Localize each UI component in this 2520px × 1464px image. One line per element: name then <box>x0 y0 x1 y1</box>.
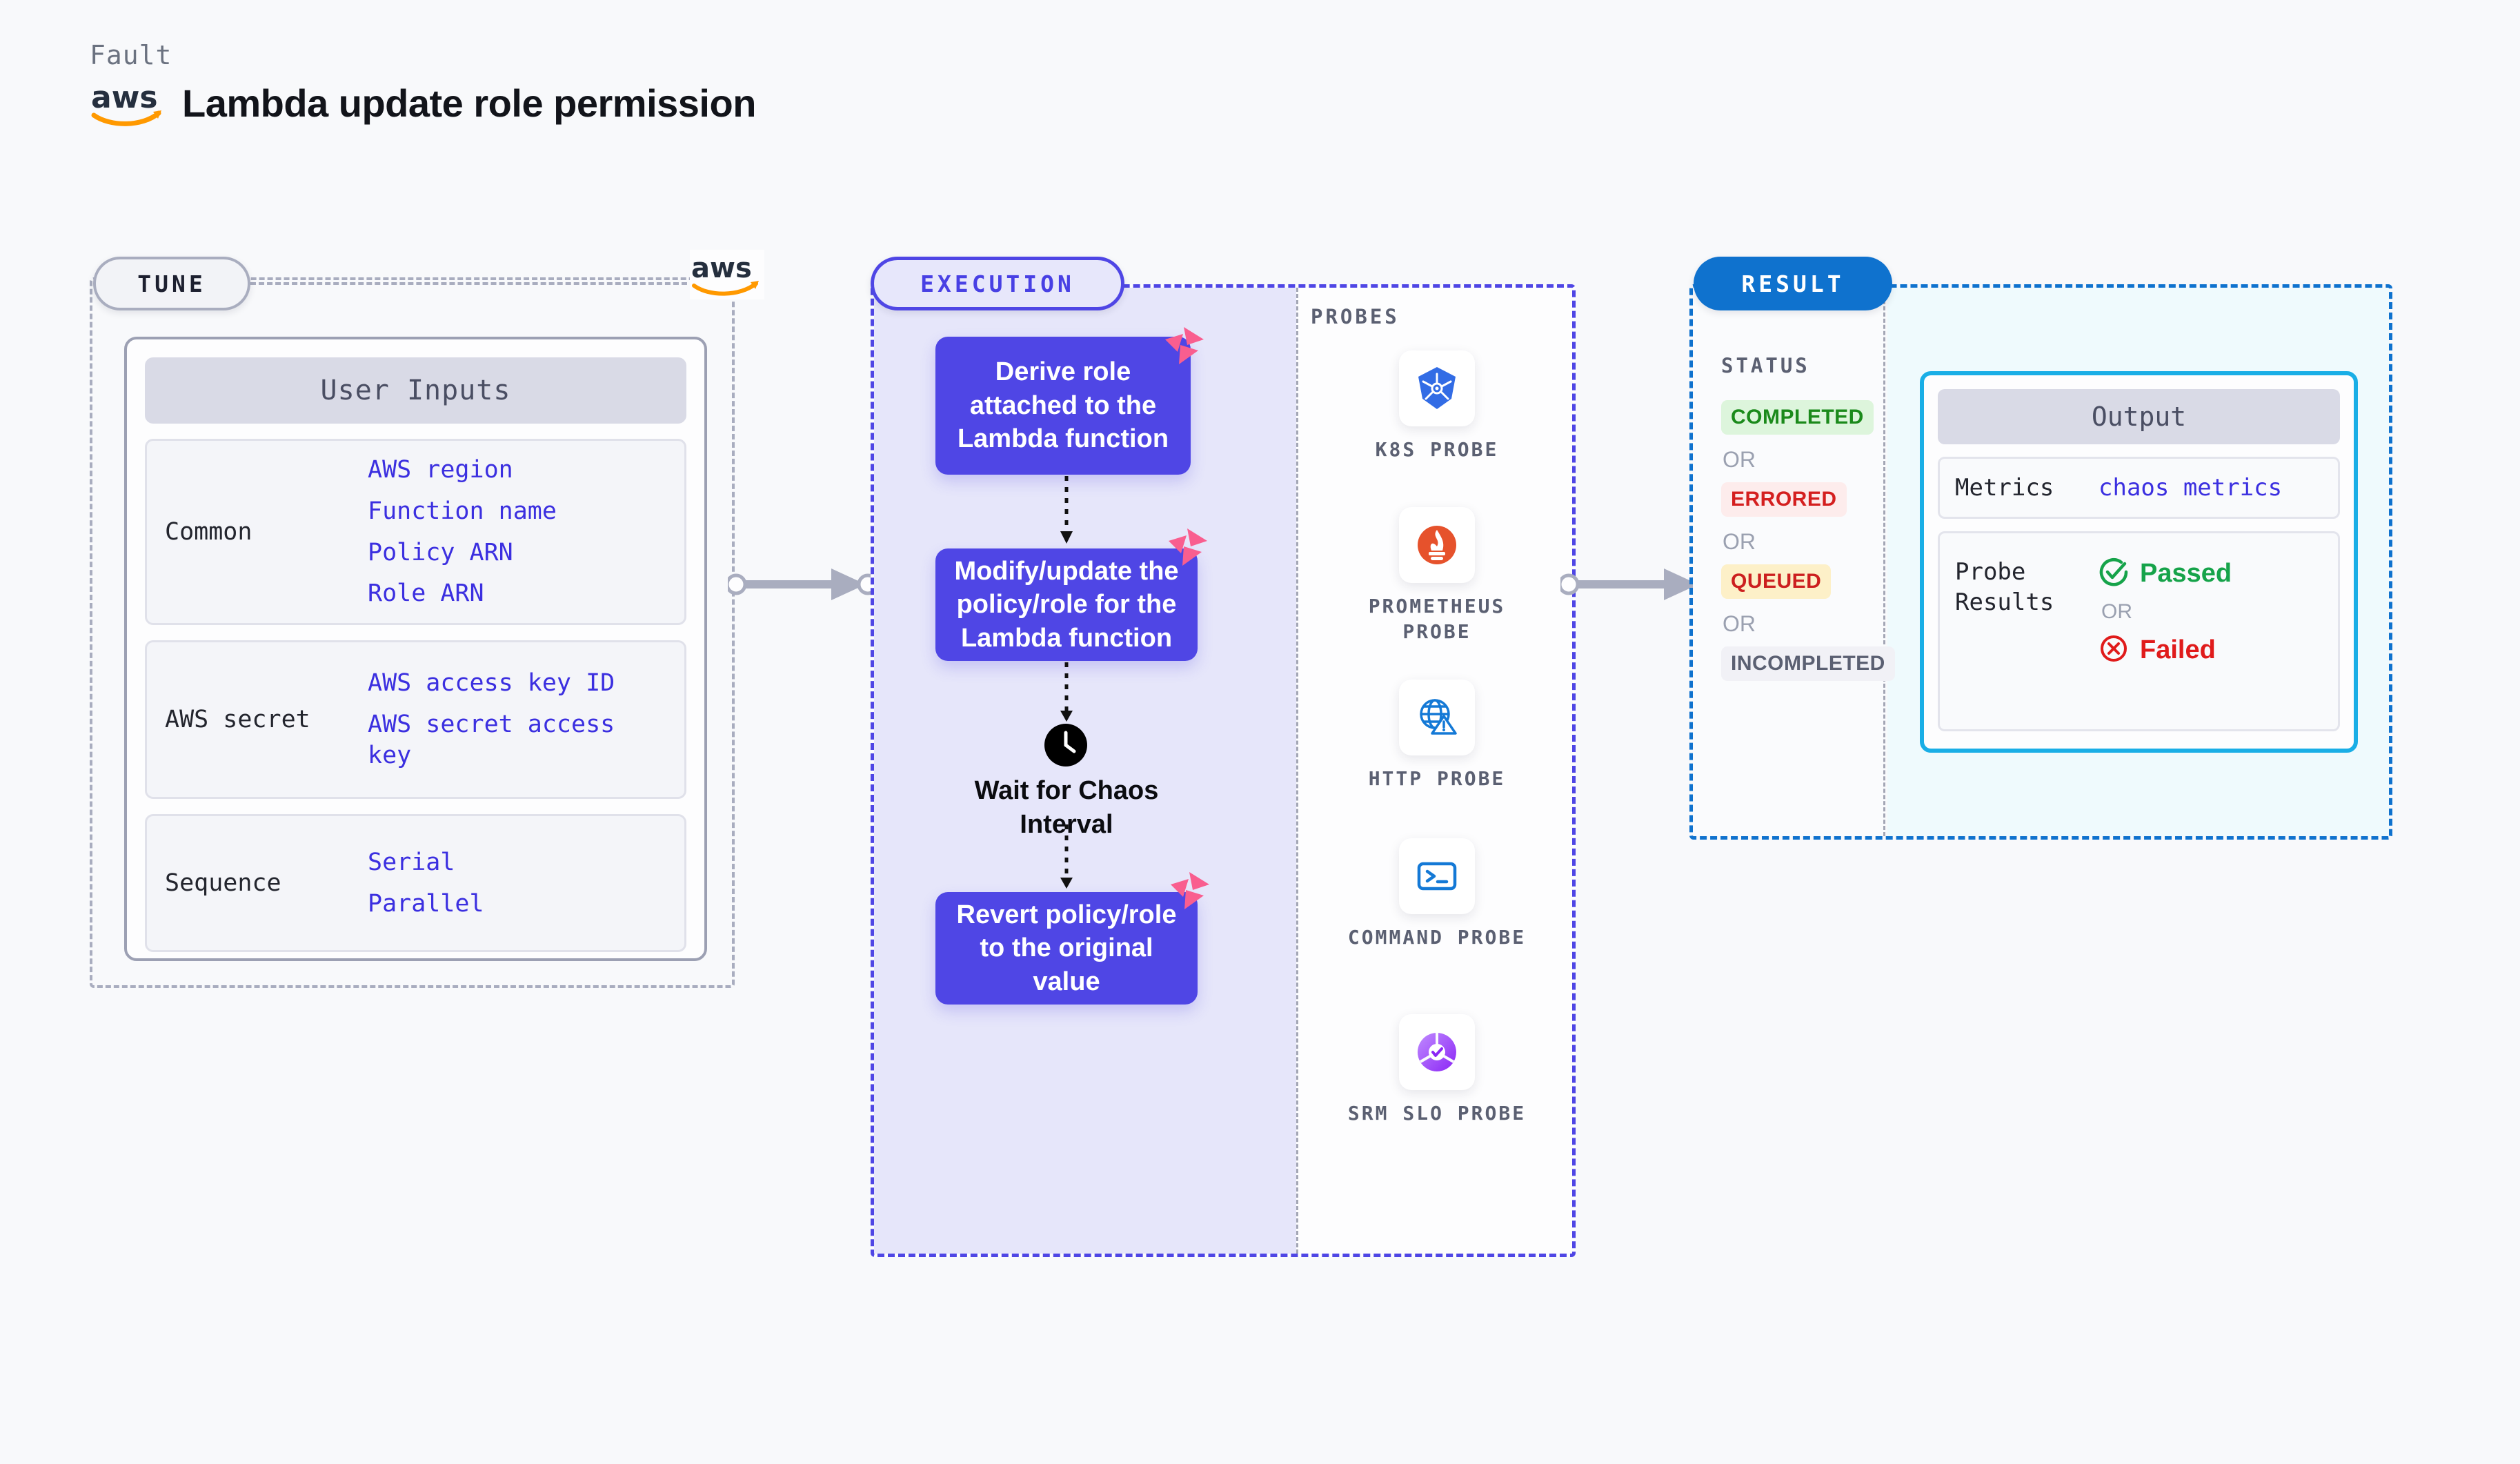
svg-text:aws: aws <box>91 80 158 115</box>
probe-label: COMMAND PROBE <box>1347 926 1527 949</box>
probes-label: PROBES <box>1311 305 1400 328</box>
probes-column-divider <box>1296 288 1298 1254</box>
result-section-container <box>1689 284 2392 840</box>
connector-execution-to-result <box>1558 560 1712 609</box>
tune-section-container <box>90 277 735 988</box>
user-inputs-card: User Inputs Common AWS region Function n… <box>124 337 707 961</box>
section-badge-tune[interactable]: TUNE <box>93 257 250 310</box>
probe-item-http[interactable]: HTTP PROBE <box>1347 680 1527 792</box>
probe-label: K8S PROBE <box>1375 438 1499 461</box>
execution-step[interactable]: Derive role attached to the Lambda funct… <box>935 337 1191 475</box>
input-value[interactable]: Function name <box>368 497 557 525</box>
input-value[interactable]: Serial <box>368 848 455 876</box>
probe-result-passed: Passed <box>2099 557 2232 591</box>
prometheus-icon <box>1399 507 1475 583</box>
srm-slo-icon <box>1399 1014 1475 1090</box>
litmus-chaos-icon <box>1168 869 1211 912</box>
x-circle-icon <box>2099 633 2129 667</box>
user-inputs-title: User Inputs <box>145 357 686 424</box>
status-badge-queued: QUEUED <box>1721 564 1832 599</box>
input-group-sequence: Sequence Serial Parallel <box>145 814 686 952</box>
passed-text: Passed <box>2140 559 2232 588</box>
probe-label: PROMETHEUS PROBE <box>1368 595 1506 643</box>
litmus-chaos-icon <box>1162 324 1205 367</box>
probe-label: SRM SLO PROBE <box>1347 1102 1527 1125</box>
output-card: Output Metrics chaos metrics Probe Resul… <box>1920 371 2358 753</box>
output-title: Output <box>1938 389 2340 444</box>
page-title: Lambda update role permission <box>182 81 756 125</box>
tune-dashed-connector <box>250 282 695 285</box>
or-separator: OR <box>1723 611 1756 636</box>
input-value[interactable]: AWS access key ID <box>368 669 615 698</box>
probe-item-prometheus[interactable]: PROMETHEUS PROBE <box>1347 507 1527 645</box>
clock-icon <box>1044 723 1088 767</box>
status-list: COMPLETED OR ERRORED OR QUEUED OR INCOMP… <box>1721 400 1895 681</box>
wait-for-chaos-interval-label: Wait for Chaos Interval <box>974 776 1159 839</box>
aws-logo-small-icon: aws <box>690 250 764 299</box>
or-separator: OR <box>2101 600 2132 623</box>
probe-label: HTTP PROBE <box>1368 767 1506 790</box>
input-value[interactable]: Policy ARN <box>368 538 513 566</box>
input-value[interactable]: Parallel <box>368 889 484 918</box>
status-badge-completed: COMPLETED <box>1721 400 1874 435</box>
http-globe-icon <box>1399 680 1475 755</box>
probe-result-failed: Failed <box>2099 633 2232 667</box>
or-separator: OR <box>1723 447 1756 472</box>
input-value[interactable]: AWS region <box>368 455 513 484</box>
terminal-icon <box>1399 838 1475 914</box>
check-circle-icon <box>2099 557 2129 591</box>
input-group-aws-secret: AWS secret AWS access key ID AWS secret … <box>145 640 686 799</box>
input-group-common: Common AWS region Function name Policy A… <box>145 439 686 625</box>
kubernetes-icon <box>1399 350 1475 426</box>
status-label: STATUS <box>1721 354 1810 377</box>
status-badge-errored: ERRORED <box>1721 482 1847 517</box>
output-row-probe-results: Probe Results Passed OR <box>1938 531 2340 731</box>
svg-text:aws: aws <box>691 253 752 284</box>
input-value[interactable]: AWS secret access key <box>368 711 615 769</box>
fault-label: Fault <box>90 40 172 70</box>
status-badge-incompleted: INCOMPLETED <box>1721 646 1895 681</box>
or-separator: OR <box>1723 529 1756 554</box>
probe-item-srm-slo[interactable]: SRM SLO PROBE <box>1347 1014 1527 1127</box>
result-status-column <box>1693 288 1885 836</box>
page-header: Fault aws Lambda update role permission <box>90 40 756 128</box>
failed-text: Failed <box>2140 635 2216 664</box>
aws-logo-icon: aws <box>90 77 167 128</box>
probe-results-label: Probe Results <box>1955 558 2054 617</box>
input-group-label: Common <box>165 518 252 546</box>
execution-step[interactable]: Modify/update the policy/role for the La… <box>935 548 1198 661</box>
section-badge-execution[interactable]: EXECUTION <box>871 257 1124 310</box>
input-group-label: AWS secret <box>165 706 310 733</box>
metrics-label: Metrics <box>1955 473 2054 502</box>
connector-tune-to-execution <box>725 560 879 609</box>
input-value[interactable]: Role ARN <box>368 580 484 608</box>
flow-arrow <box>1060 476 1073 545</box>
flow-arrow <box>1060 824 1073 890</box>
litmus-chaos-icon <box>1166 526 1209 568</box>
section-badge-result[interactable]: RESULT <box>1694 257 1892 310</box>
input-group-label: Sequence <box>165 869 281 897</box>
execution-step[interactable]: Revert policy/role to the original value <box>935 892 1198 1005</box>
output-row-metrics: Metrics chaos metrics <box>1938 457 2340 519</box>
probe-item-command[interactable]: COMMAND PROBE <box>1347 838 1527 951</box>
probe-item-k8s[interactable]: K8S PROBE <box>1347 350 1527 463</box>
flow-arrow <box>1060 662 1073 723</box>
metrics-value[interactable]: chaos metrics <box>2099 474 2283 502</box>
